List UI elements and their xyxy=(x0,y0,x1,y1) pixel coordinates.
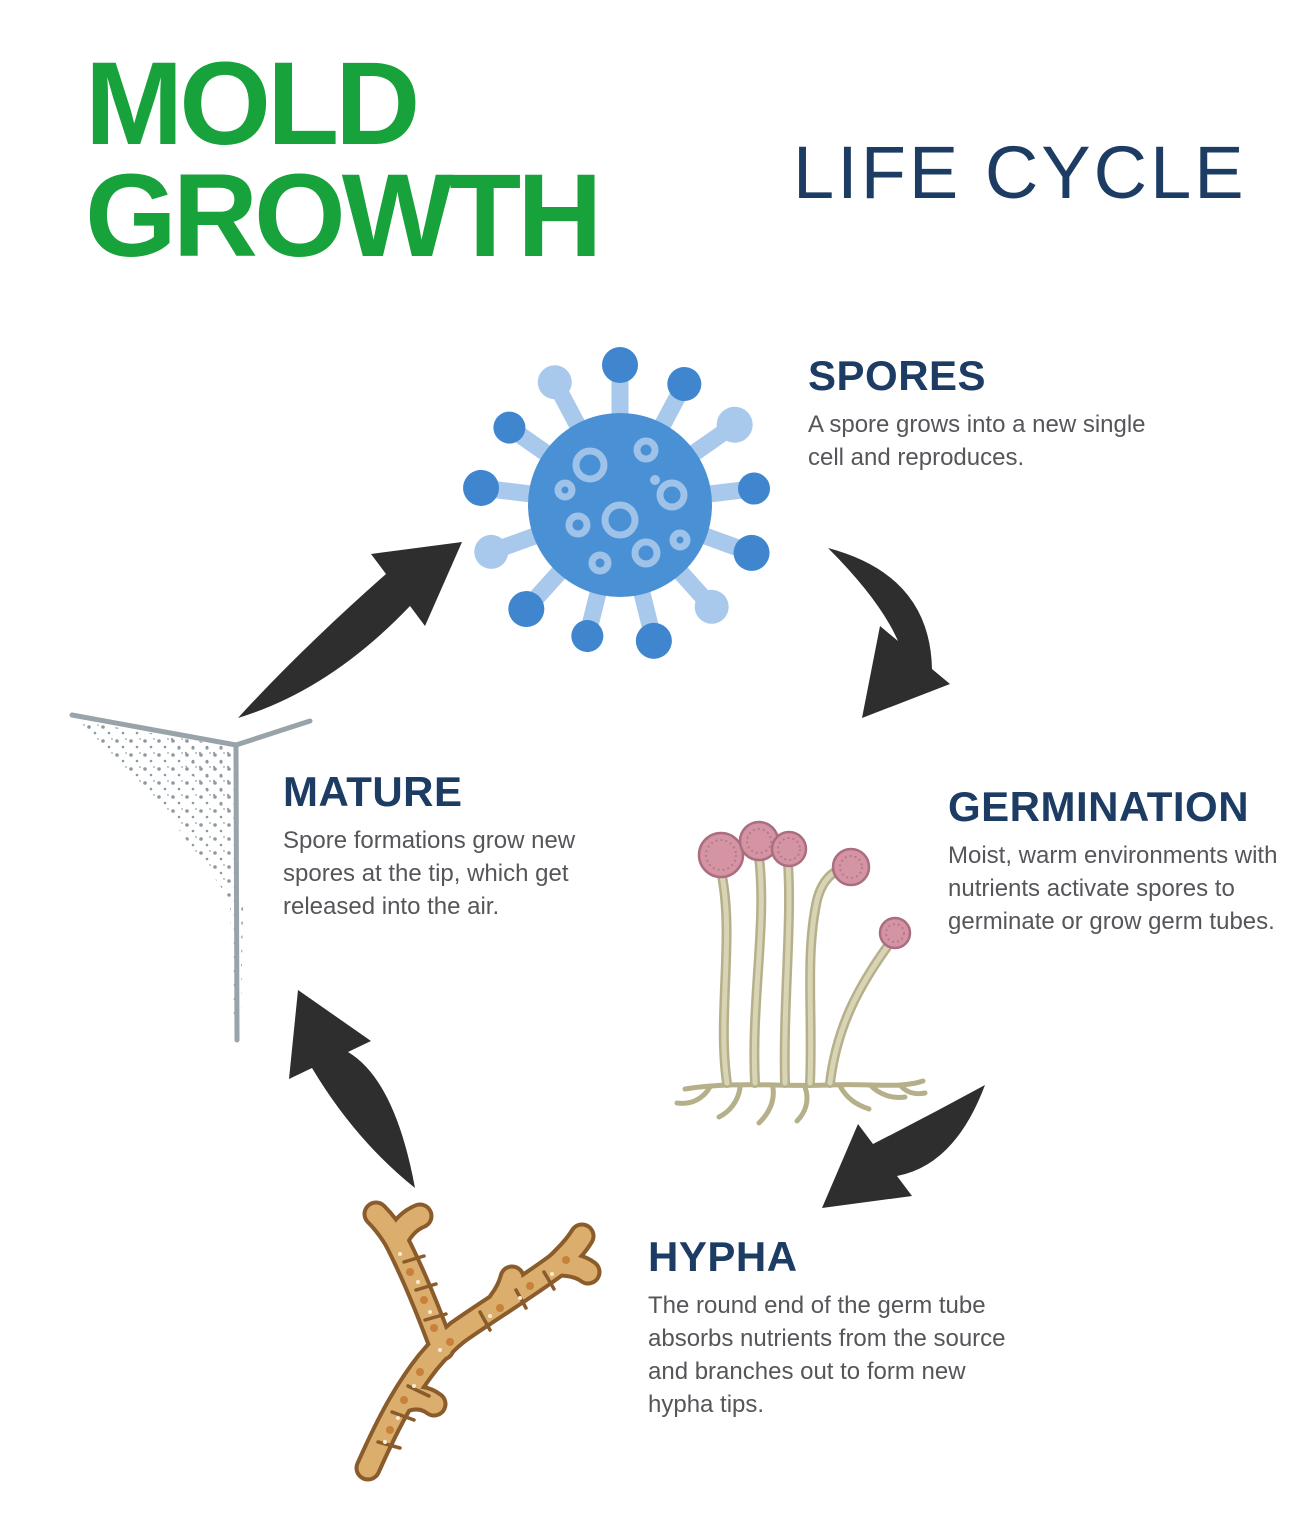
stage-mature: MATURE Spore formations grow new spores … xyxy=(283,768,583,923)
stage-spores: SPORES A spore grows into a new single c… xyxy=(808,352,1168,474)
stage-mature-title: MATURE xyxy=(283,768,463,815)
mature-corner-spores-icon xyxy=(69,712,313,1043)
arrow-germination-to-hypha-icon xyxy=(822,1085,985,1208)
arrow-spores-to-germination-icon xyxy=(828,548,950,718)
stage-mature-description: Spore formations grow new spores at the … xyxy=(283,827,576,921)
spore-cell-icon xyxy=(463,347,770,659)
stage-spores-description: A spore grows into a new single cell and… xyxy=(808,411,1146,472)
hypha-branch-icon xyxy=(354,1200,602,1482)
stage-hypha-description: The round end of the germ tube absorbs n… xyxy=(648,1292,1006,1419)
brand-title-line1: MOLD xyxy=(85,38,420,170)
stage-germination-description: Moist, warm environments with nutrients … xyxy=(948,842,1278,936)
subtitle: LIFE CYCLE xyxy=(793,131,1247,214)
stage-spores-title: SPORES xyxy=(808,352,987,399)
stage-hypha-title: HYPHA xyxy=(648,1233,798,1280)
arrow-hypha-to-mature-icon xyxy=(289,990,415,1188)
germination-mold-icon xyxy=(674,820,928,1126)
arrow-mature-to-spores-icon xyxy=(238,542,462,718)
stage-hypha: HYPHA The round end of the germ tube abs… xyxy=(648,1233,1023,1421)
brand-title-line2: GROWTH xyxy=(85,150,602,283)
stage-germination-title: GERMINATION xyxy=(948,783,1250,830)
stage-germination: GERMINATION Moist, warm environments wit… xyxy=(948,783,1293,938)
brand-title: MOLD GROWTH xyxy=(85,38,602,283)
